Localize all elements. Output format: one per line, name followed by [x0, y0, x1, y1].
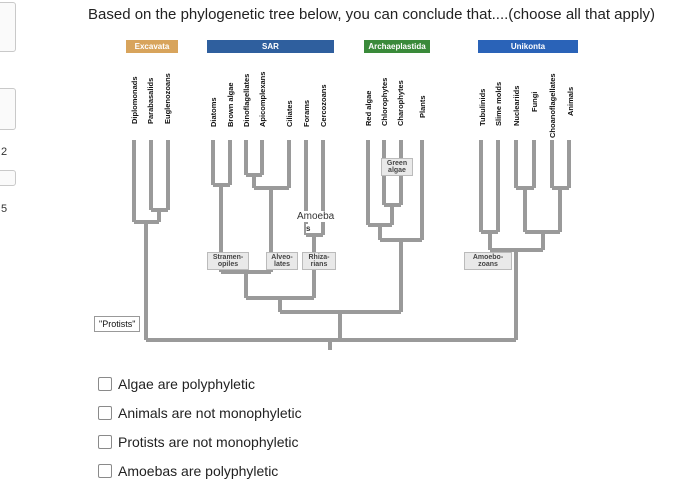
clade-label-green-algae: Green algae [381, 158, 413, 176]
clade-label-alveolates: Alveo-lates [266, 252, 298, 270]
option-label: Animals are not monophyletic [118, 405, 302, 421]
clade-label-amoebozoans: Amoebo-zoans [464, 252, 512, 270]
side-tab[interactable] [0, 170, 16, 186]
clade-label-rhizarians: Rhiza-rians [302, 252, 336, 270]
checkbox[interactable] [98, 377, 112, 391]
answer-option[interactable]: Algae are polyphyletic [98, 376, 255, 392]
amoeba-s-label: s [306, 224, 311, 233]
answer-option[interactable]: Amoebas are polyphyletic [98, 463, 278, 479]
question-text: Based on the phylogenetic tree below, yo… [88, 6, 656, 23]
answer-option[interactable]: Animals are not monophyletic [98, 405, 302, 421]
option-label: Algae are polyphyletic [118, 376, 255, 392]
group-header-excavata: Excavata [126, 40, 178, 53]
side-tab[interactable] [0, 88, 16, 130]
protists-label: "Protists" [94, 316, 141, 332]
option-label: Amoebas are polyphyletic [118, 463, 279, 479]
side-tab[interactable] [0, 2, 16, 52]
group-header-unikonta: Unikonta [478, 40, 578, 53]
left-edge-tabs: 2 5 [0, 0, 20, 477]
checkbox[interactable] [98, 435, 112, 449]
option-label: Protists are not monophyletic [118, 434, 299, 450]
group-header-sar: SAR [207, 40, 334, 53]
side-number: 2 [1, 146, 8, 158]
checkbox[interactable] [98, 406, 112, 420]
checkbox[interactable] [98, 464, 112, 478]
answer-option[interactable]: Protists are not monophyletic [98, 434, 299, 450]
amoeba-label: Amoeba [297, 211, 335, 222]
group-header-archaeplastida: Archaeplastida [364, 40, 430, 53]
clade-label-stramenopiles: Stramen-opiles [207, 252, 249, 270]
side-number: 5 [1, 203, 8, 215]
